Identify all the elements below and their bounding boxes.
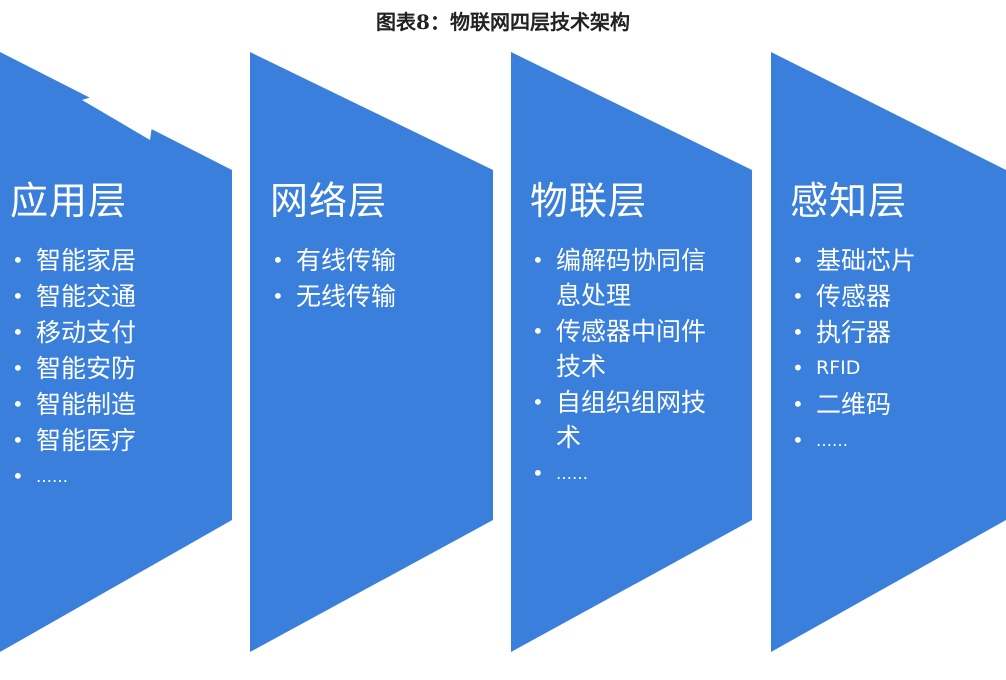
list-item: RFID [790, 351, 980, 386]
layer-title: 感知层 [790, 179, 908, 223]
list-item: 基础芯片 [790, 243, 980, 278]
list-item: 移动支付 [10, 315, 210, 350]
layer-perception: 感知层 基础芯片 传感器 执行器 RFID 二维码 …… [790, 170, 980, 459]
figure-title: 图表8：物联网四层技术架构 [376, 10, 630, 34]
list-item: 智能家居 [10, 243, 210, 278]
layer-iot: 物联层 编解码协同信息处理 传感器中间件技术 自组织组网技术 …… [530, 170, 720, 492]
list-item: …… [10, 459, 210, 494]
list-item: 无线传输 [270, 279, 470, 314]
layer-application: 应用层 智能家居 智能交通 移动支付 智能安防 智能制造 智能医疗 …… [10, 170, 210, 495]
list-item: 智能交通 [10, 279, 210, 314]
list-item: 二维码 [790, 387, 980, 422]
layer-items: 基础芯片 传感器 执行器 RFID 二维码 …… [790, 243, 980, 458]
layer-items: 有线传输 无线传输 [270, 243, 470, 314]
list-item: 自组织组网技术 [530, 385, 720, 455]
layer-title: 应用层 [10, 179, 128, 223]
list-item: 智能安防 [10, 351, 210, 386]
list-item: 智能医疗 [10, 423, 210, 458]
layer-items: 编解码协同信息处理 传感器中间件技术 自组织组网技术 …… [530, 243, 720, 491]
layer-title: 网络层 [270, 179, 388, 223]
list-item: 传感器中间件技术 [530, 314, 720, 384]
list-item: 有线传输 [270, 243, 470, 278]
layer-shape-2 [250, 52, 493, 652]
layer-title: 物联层 [530, 179, 648, 223]
list-item: …… [790, 423, 980, 458]
list-item: 编解码协同信息处理 [530, 243, 720, 313]
white-mark [82, 96, 152, 140]
layer-network: 网络层 有线传输 无线传输 [270, 170, 470, 315]
list-item: 执行器 [790, 315, 980, 350]
layer-items: 智能家居 智能交通 移动支付 智能安防 智能制造 智能医疗 …… [10, 243, 210, 494]
list-item: 传感器 [790, 279, 980, 314]
list-item: 智能制造 [10, 387, 210, 422]
list-item: …… [530, 456, 720, 491]
